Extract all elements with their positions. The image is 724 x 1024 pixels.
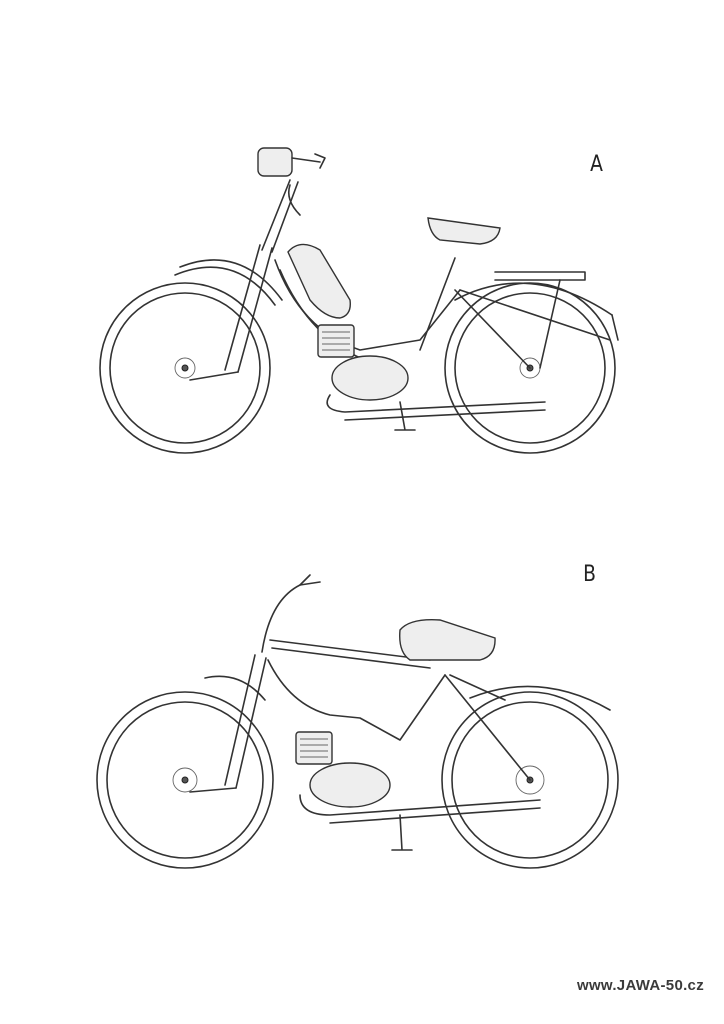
engine [295, 731, 391, 808]
rear-fender [454, 282, 613, 316]
figure-label-b: B [583, 562, 596, 587]
site-watermark: www.JAWA-50.cz [576, 977, 704, 994]
handlebar [261, 581, 321, 653]
fuel-tank [287, 243, 351, 319]
front-fender [204, 675, 266, 701]
moped-drawing-a [99, 147, 619, 454]
headlamp [257, 147, 326, 177]
saddle [399, 619, 496, 661]
frame-tube [267, 659, 446, 741]
frame-top-tube [269, 639, 431, 669]
front-wheel [99, 282, 271, 454]
engine [317, 324, 409, 401]
front-wheel [96, 691, 274, 869]
rear-fender [469, 685, 611, 711]
handlebar-stem [261, 179, 299, 253]
front-fender [174, 266, 276, 306]
rear-wheel [441, 691, 619, 869]
saddle [427, 217, 501, 245]
kick-stand [391, 814, 413, 851]
moped-drawing-b [96, 574, 619, 869]
luggage-rack [494, 271, 586, 281]
figure-label-a: A [590, 152, 603, 177]
front-fork [224, 244, 273, 373]
seat-post [419, 257, 456, 351]
frame-tube [274, 259, 461, 351]
exhaust-pipe [326, 394, 546, 413]
front-fork [224, 654, 267, 789]
exhaust-pipe [299, 794, 541, 816]
